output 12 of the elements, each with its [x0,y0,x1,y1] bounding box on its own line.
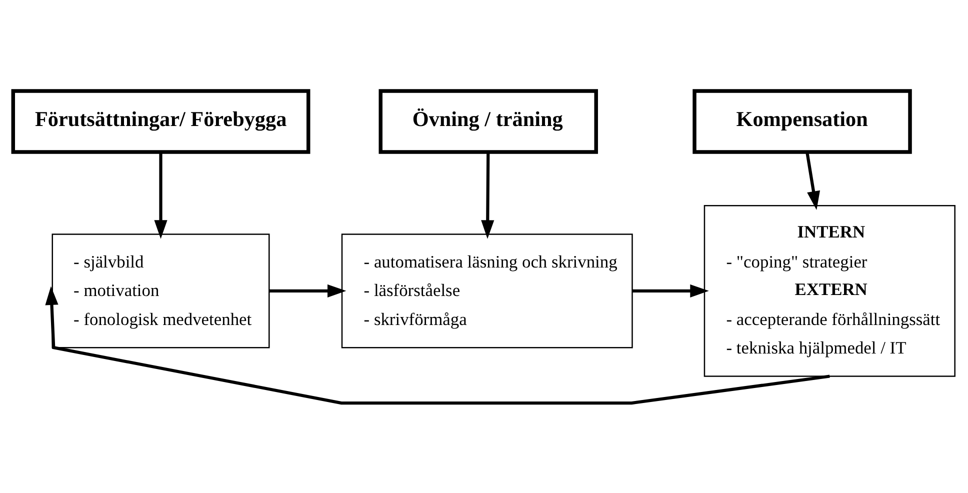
arrow [806,151,820,210]
node-box: INTERN - "coping" strategier EXTERN - accepterande förhållningssätt - tekniska hjälpmedel / IT [704,204,956,376]
node-box: - automatisera läsning och skrivning - läsförståelse - skrivförmåga [341,233,633,348]
node-box: - självbild - motivation - fonologisk medvetenhet [52,233,270,348]
arrow [632,284,709,297]
arrow [45,286,830,404]
node-box: Förutsättningar/ Förebygga [11,88,310,154]
arrow [268,284,346,297]
node-box: Övning / träning [378,88,598,154]
arrow [481,152,494,238]
arrow [154,152,168,238]
node-box: Kompensation [692,88,912,154]
